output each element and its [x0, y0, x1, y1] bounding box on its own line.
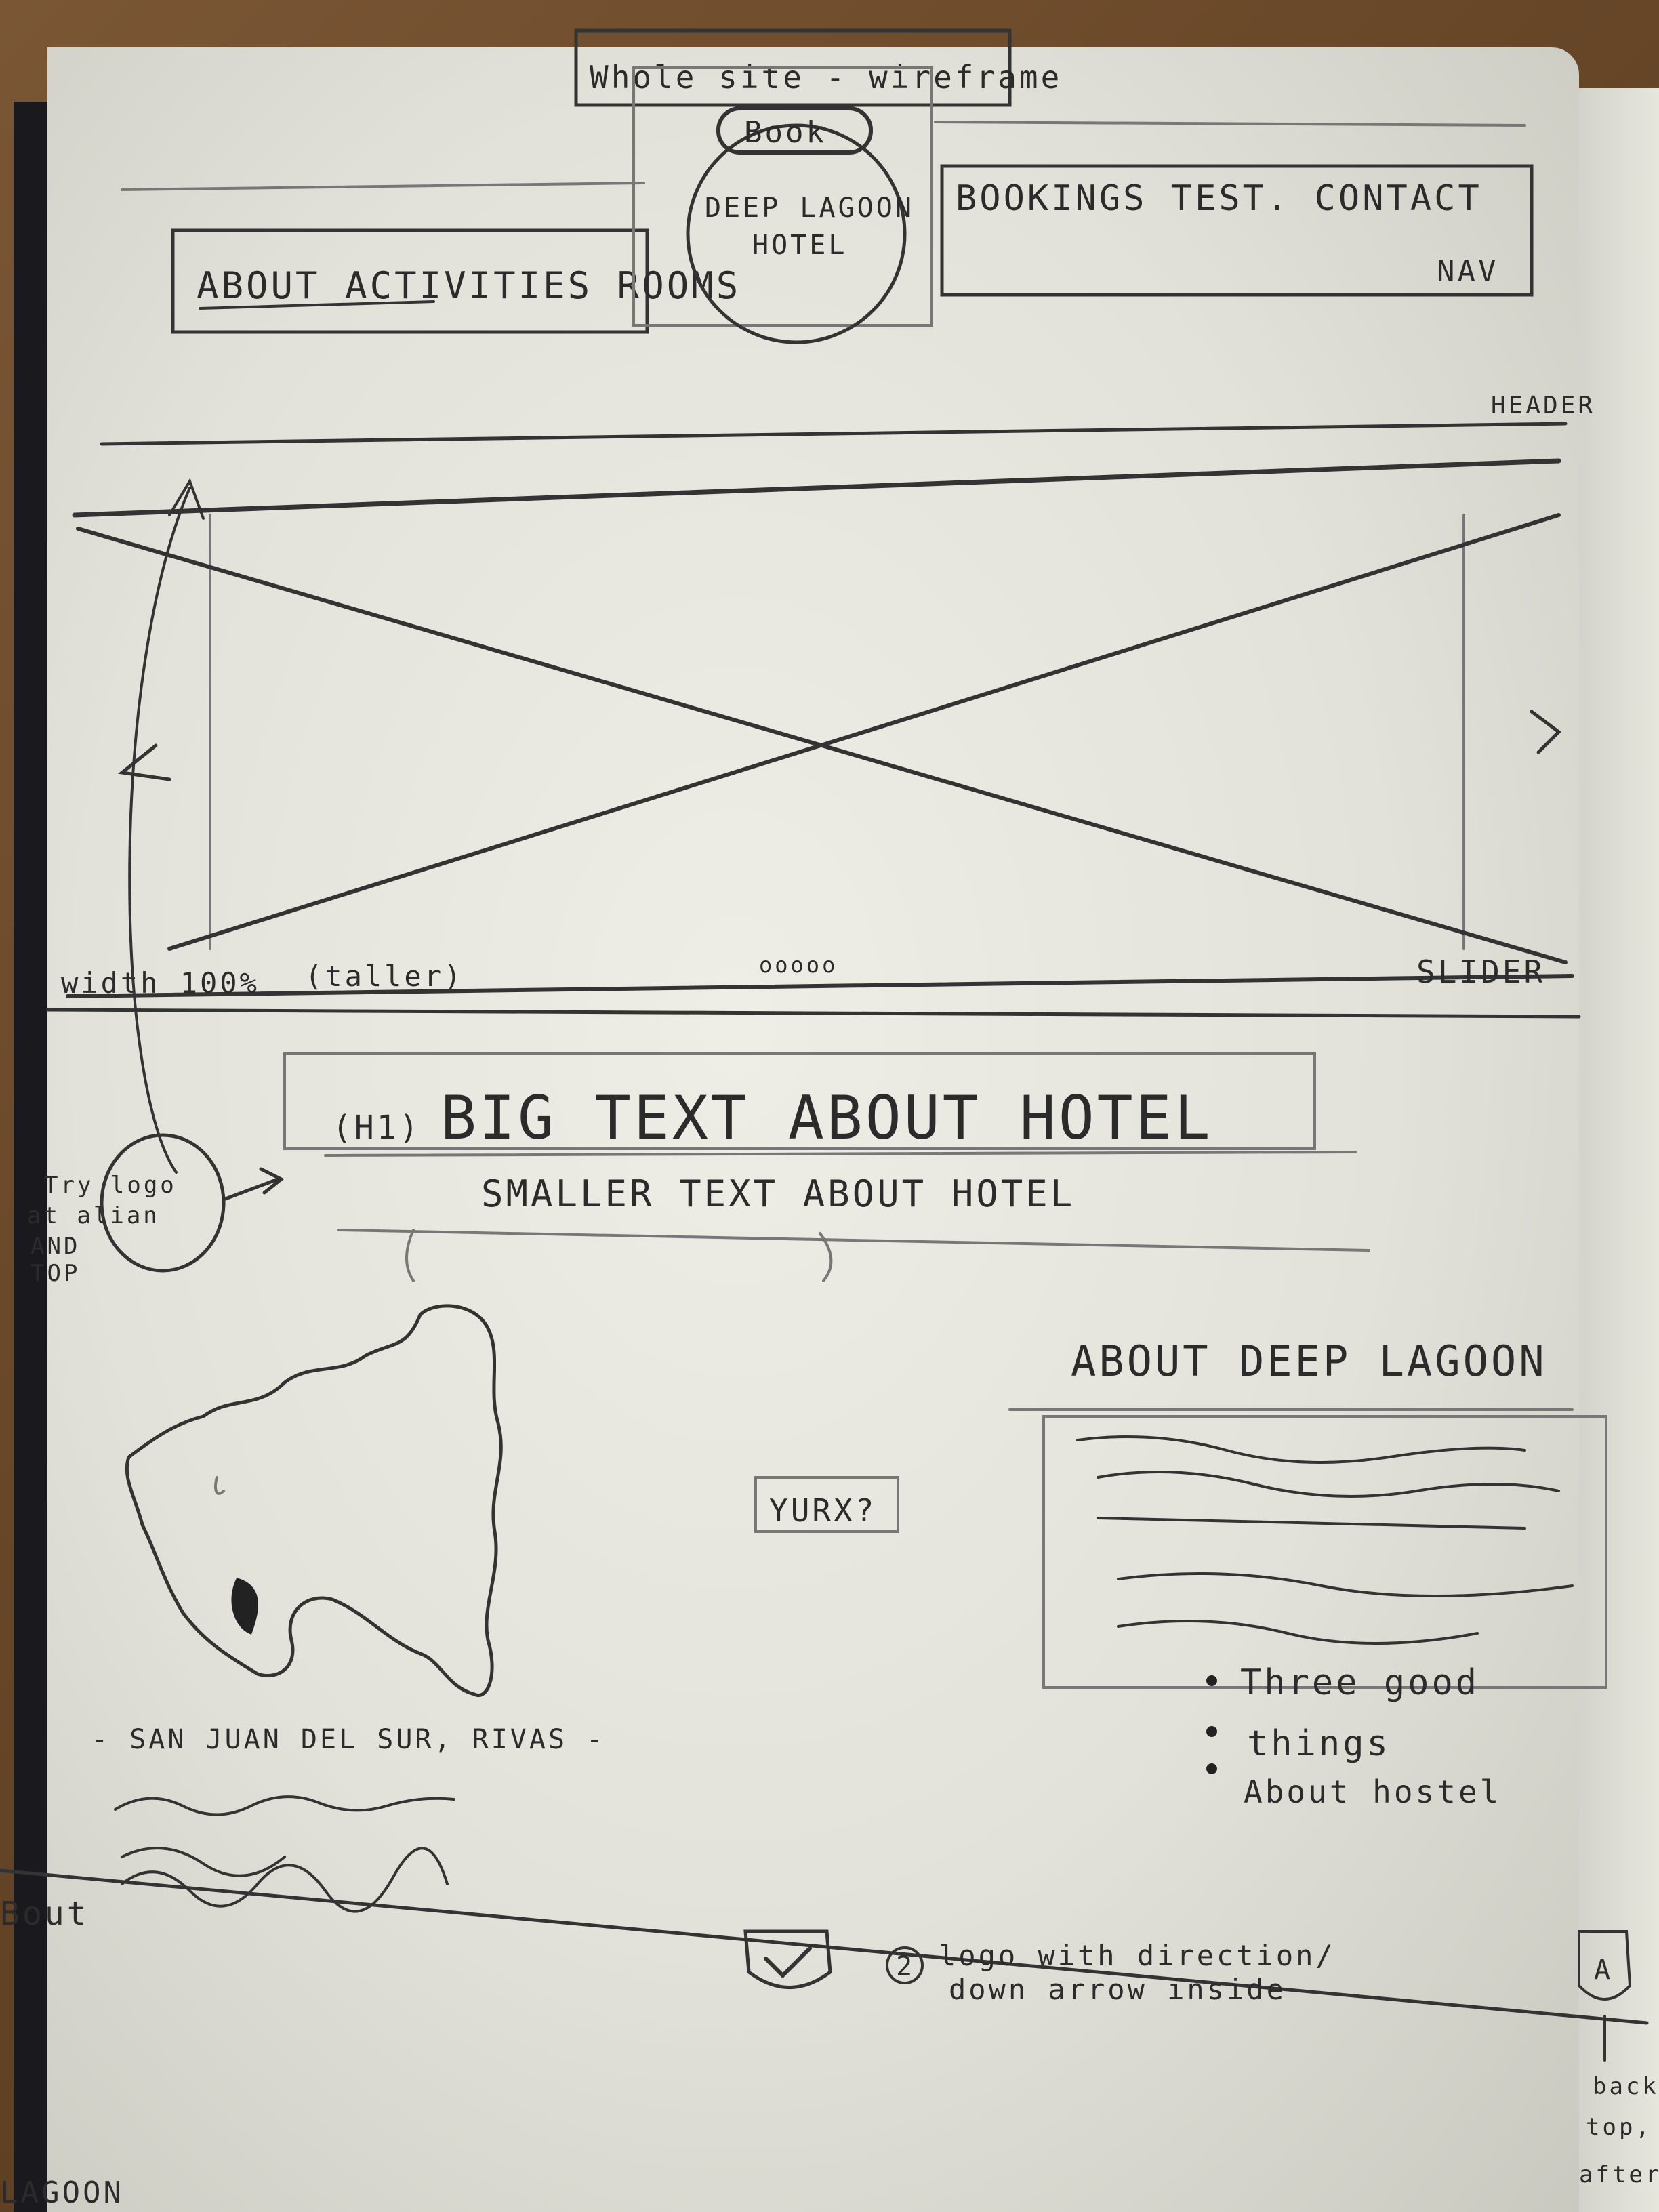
- slider-width-label: width 100%: [61, 966, 260, 1000]
- footer-logo-shield-icon: [743, 1929, 832, 1989]
- about-scribble-5: [1117, 1620, 1479, 1645]
- about-heading: ABOUT DEEP LAGOON: [1071, 1336, 1547, 1386]
- about-scribble-1: [1076, 1435, 1526, 1464]
- back-to-top-shield-icon: [1578, 1930, 1632, 2001]
- logo-text-line-2: HOTEL: [752, 230, 847, 261]
- big-text-heading: BIG TEXT ABOUT HOTEL: [441, 1083, 1213, 1153]
- header-label: HEADER: [1491, 392, 1595, 419]
- sketch-page: [47, 47, 1579, 2212]
- footer-divider: [0, 1868, 1649, 2025]
- slider-placeholder-diagonal-2: [167, 513, 1561, 951]
- location-text-scribble-1: [114, 1795, 455, 1816]
- footer-number: 2: [896, 1951, 915, 1982]
- book-button: [716, 106, 873, 155]
- bullet-dot-3: [1206, 1763, 1217, 1774]
- location-label: - SAN JUAN DEL SUR, RIVAS -: [91, 1724, 605, 1755]
- bullet-2: things: [1247, 1723, 1391, 1764]
- bullet-1: Three good: [1240, 1662, 1479, 1703]
- middle-note-text: YURX?: [769, 1492, 876, 1529]
- big-text-box: [283, 1052, 1316, 1150]
- about-text-box: [1042, 1415, 1607, 1689]
- bullet-dot-2: [1206, 1726, 1217, 1737]
- corner-note-line-3: after: [1579, 2161, 1659, 2188]
- slider-label: SLIDER: [1416, 954, 1545, 990]
- about-scribble-4: [1117, 1572, 1574, 1597]
- side-note-line-2: at alian: [27, 1202, 160, 1229]
- side-note-line-4: TOP: [30, 1260, 80, 1287]
- logo-frame: [632, 66, 933, 327]
- slider-dots: ooooo: [759, 952, 838, 978]
- about-scribble-3: [1097, 1517, 1526, 1530]
- location-text-scribble-2: [121, 1847, 449, 1913]
- side-note-pointer-icon: [259, 1167, 285, 1195]
- logo-text-line-1: DEEP LAGOON: [705, 192, 914, 224]
- nav-left-text: ABOUT ACTIVITIES ROOMS: [197, 264, 741, 307]
- corner-bottom-left-text: LAGOON: [0, 2175, 124, 2210]
- side-note-line-1: Try logo: [44, 1172, 177, 1199]
- corner-note-line-2: top, f: [1586, 2114, 1659, 2141]
- slider-prev-arrow-icon: [117, 743, 171, 781]
- back-to-top-arrow-icon: A: [1594, 1954, 1613, 1986]
- smaller-text: SMALLER TEXT ABOUT HOTEL: [481, 1172, 1075, 1215]
- title-text: Whole site - wireframe: [590, 59, 1062, 96]
- title-box: [574, 28, 1012, 107]
- footer-number-circle: [886, 1946, 924, 1984]
- side-note-arrow: [128, 487, 191, 1174]
- side-note-circle: [100, 1133, 226, 1273]
- bullet-3: About hostel: [1244, 1774, 1501, 1810]
- about-scribble-2: [1097, 1471, 1560, 1498]
- middle-note-box: [754, 1476, 899, 1533]
- nicaragua-map: [125, 1304, 503, 1697]
- book-button-label: Book: [744, 115, 827, 150]
- footer-note-line-1: logo with direction/: [939, 1939, 1336, 1972]
- down-arrow-check-icon: [764, 1946, 812, 1979]
- h1-marker: (H1): [332, 1109, 422, 1147]
- nav-label: NAV: [1437, 254, 1498, 289]
- slider-next-arrow-icon: [1530, 710, 1561, 754]
- footer-note-line-2: down arrow inside: [949, 1973, 1286, 2006]
- nav-right-box: [940, 164, 1534, 297]
- slider-taller-label: (taller): [305, 960, 464, 993]
- location-pin-icon: [231, 1578, 258, 1635]
- logo-circle: [686, 123, 907, 344]
- nav-left-box: [171, 228, 649, 334]
- side-note-line-3: AND: [30, 1233, 80, 1260]
- nav-right-text: BOOKINGS TEST. CONTACT: [956, 178, 1482, 219]
- bullet-dot-1: [1206, 1675, 1217, 1686]
- footer-left-text: Bout: [0, 1895, 89, 1933]
- corner-note-line-1: back: [1593, 2073, 1659, 2100]
